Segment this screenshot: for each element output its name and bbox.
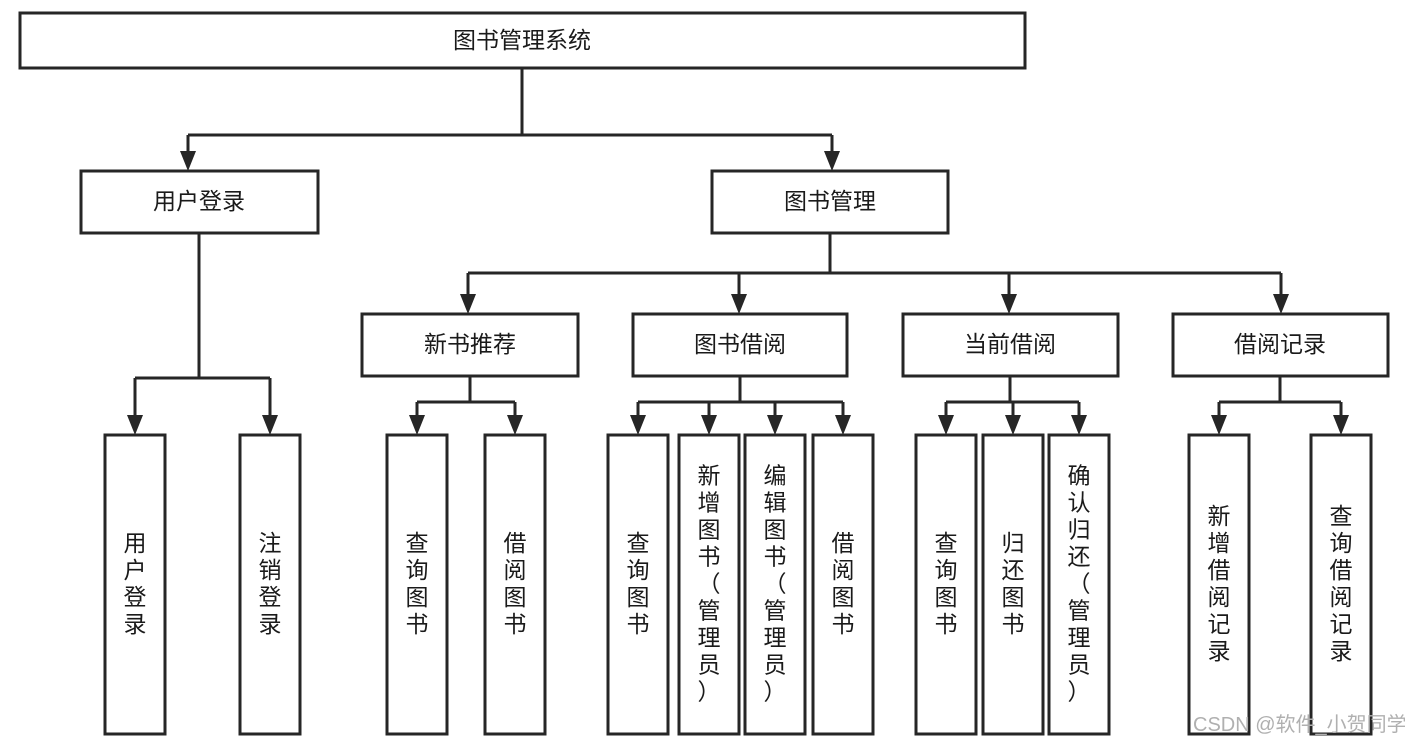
node-new-book-recommend-label: 新书推荐 — [424, 331, 516, 357]
arrow-ul-to-leaf1 — [127, 415, 143, 435]
node-leaf-return-book[interactable]: 归还图书 — [981, 433, 1045, 736]
node-leaf-confirm-return-admin-box[interactable] — [1047, 433, 1111, 736]
node-leaf-add-borrow-record[interactable]: 新增借阅记录 — [1187, 433, 1251, 736]
node-leaf-query-borrow-record-label: 查询借阅记录 — [1330, 503, 1353, 664]
arrow-bm-to-borrow — [731, 294, 747, 314]
node-new-book-recommend-box[interactable] — [360, 312, 580, 378]
node-leaf-borrow-book-recommend[interactable]: 借阅图书 — [483, 433, 547, 736]
node-leaf-query-book-current[interactable]: 查询图书 — [914, 433, 978, 736]
node-leaf-query-book-current-box[interactable] — [914, 433, 978, 736]
node-book-management-box[interactable] — [710, 169, 950, 235]
node-leaf-add-borrow-record-label: 新增借阅记录 — [1208, 503, 1231, 664]
arrow-cb-to-leaf3 — [1071, 415, 1087, 435]
node-leaf-query-borrow-record-box[interactable] — [1309, 433, 1373, 736]
arrow-bm-to-recommend — [460, 294, 476, 314]
node-user-login-box[interactable] — [79, 169, 320, 235]
node-leaf-edit-book-admin[interactable]: 编辑图书（管理员） — [743, 433, 807, 736]
node-borrow-record[interactable]: 借阅记录 — [1171, 312, 1390, 378]
node-current-borrow[interactable]: 当前借阅 — [901, 312, 1120, 378]
arrow-br-to-leaf2 — [1333, 415, 1349, 435]
node-book-borrow[interactable]: 图书借阅 — [631, 312, 849, 378]
arrow-bb-to-leaf3 — [767, 415, 783, 435]
node-leaf-borrow-book-label: 借阅图书 — [832, 530, 855, 637]
node-leaf-user-login-box[interactable] — [103, 433, 167, 736]
node-book-borrow-label: 图书借阅 — [694, 331, 786, 357]
node-leaf-return-book-box[interactable] — [981, 433, 1045, 736]
node-book-management-label: 图书管理 — [784, 188, 876, 214]
node-leaf-borrow-book[interactable]: 借阅图书 — [811, 433, 875, 736]
node-leaf-user-login[interactable]: 用户登录 — [103, 433, 167, 736]
node-new-book-recommend[interactable]: 新书推荐 — [360, 312, 580, 378]
node-leaf-confirm-return-admin-label: 确认归还（管理员） — [1068, 463, 1091, 705]
node-leaf-query-book-recommend[interactable]: 查询图书 — [385, 433, 449, 736]
node-leaf-logout-login[interactable]: 注销登录 — [238, 433, 302, 736]
node-leaf-borrow-book-box[interactable] — [811, 433, 875, 736]
node-user-login-label: 用户登录 — [153, 188, 245, 214]
node-leaf-add-book-admin[interactable]: 新增图书（管理员） — [677, 433, 741, 736]
node-leaf-query-book-borrow-label: 查询图书 — [627, 530, 650, 637]
arrow-bb-to-leaf4 — [835, 415, 851, 435]
node-root-box[interactable] — [18, 11, 1027, 70]
arrow-ul-to-leaf2 — [262, 415, 278, 435]
node-root-label: 图书管理系统 — [453, 27, 591, 53]
node-leaf-query-book-current-label: 查询图书 — [935, 530, 958, 637]
connector-edges — [127, 68, 1349, 435]
node-root[interactable]: 图书管理系统 — [18, 11, 1027, 70]
arrow-bb-to-leaf2 — [701, 415, 717, 435]
arrow-cb-to-leaf1 — [938, 415, 954, 435]
csdn-watermark: CSDN @软件_小贺同学 — [1193, 713, 1405, 736]
node-leaf-return-book-label: 归还图书 — [1002, 530, 1025, 637]
node-leaf-query-book-recommend-label: 查询图书 — [406, 530, 429, 637]
node-leaf-borrow-book-recommend-box[interactable] — [483, 433, 547, 736]
node-leaf-query-book-recommend-box[interactable] — [385, 433, 449, 736]
arrow-nbr-to-leaf1 — [409, 415, 425, 435]
arrow-root-to-user-login — [180, 151, 196, 171]
node-leaf-query-book-borrow[interactable]: 查询图书 — [606, 433, 670, 736]
node-leaf-confirm-return-admin[interactable]: 确认归还（管理员） — [1047, 433, 1111, 736]
node-leaf-add-book-admin-label: 新增图书（管理员） — [698, 463, 721, 705]
node-book-borrow-box[interactable] — [631, 312, 849, 378]
node-leaf-add-book-admin-box[interactable] — [677, 433, 741, 736]
node-current-borrow-box[interactable] — [901, 312, 1120, 378]
node-book-management[interactable]: 图书管理 — [710, 169, 950, 235]
node-leaf-edit-book-admin-box[interactable] — [743, 433, 807, 736]
arrow-bb-to-leaf1 — [630, 415, 646, 435]
node-borrow-record-box[interactable] — [1171, 312, 1390, 378]
arrow-cb-to-leaf2 — [1005, 415, 1021, 435]
arrow-br-to-leaf1 — [1211, 415, 1227, 435]
node-leaf-query-borrow-record[interactable]: 查询借阅记录 — [1309, 433, 1373, 736]
node-current-borrow-label: 当前借阅 — [964, 331, 1056, 357]
node-borrow-record-label: 借阅记录 — [1234, 331, 1326, 357]
arrow-nbr-to-leaf2 — [507, 415, 523, 435]
node-leaf-user-login-label: 用户登录 — [124, 530, 147, 637]
node-leaf-query-book-borrow-box[interactable] — [606, 433, 670, 736]
node-leaf-edit-book-admin-label: 编辑图书（管理员） — [764, 463, 787, 705]
node-leaf-borrow-book-recommend-label: 借阅图书 — [504, 530, 527, 637]
node-leaf-logout-login-label: 注销登录 — [259, 530, 282, 637]
node-leaf-logout-login-box[interactable] — [238, 433, 302, 736]
arrow-root-to-book-management — [824, 151, 840, 171]
arrow-bm-to-record — [1273, 294, 1289, 314]
node-user-login[interactable]: 用户登录 — [79, 169, 320, 235]
arrow-bm-to-current — [1001, 294, 1017, 314]
node-leaf-add-borrow-record-box[interactable] — [1187, 433, 1251, 736]
